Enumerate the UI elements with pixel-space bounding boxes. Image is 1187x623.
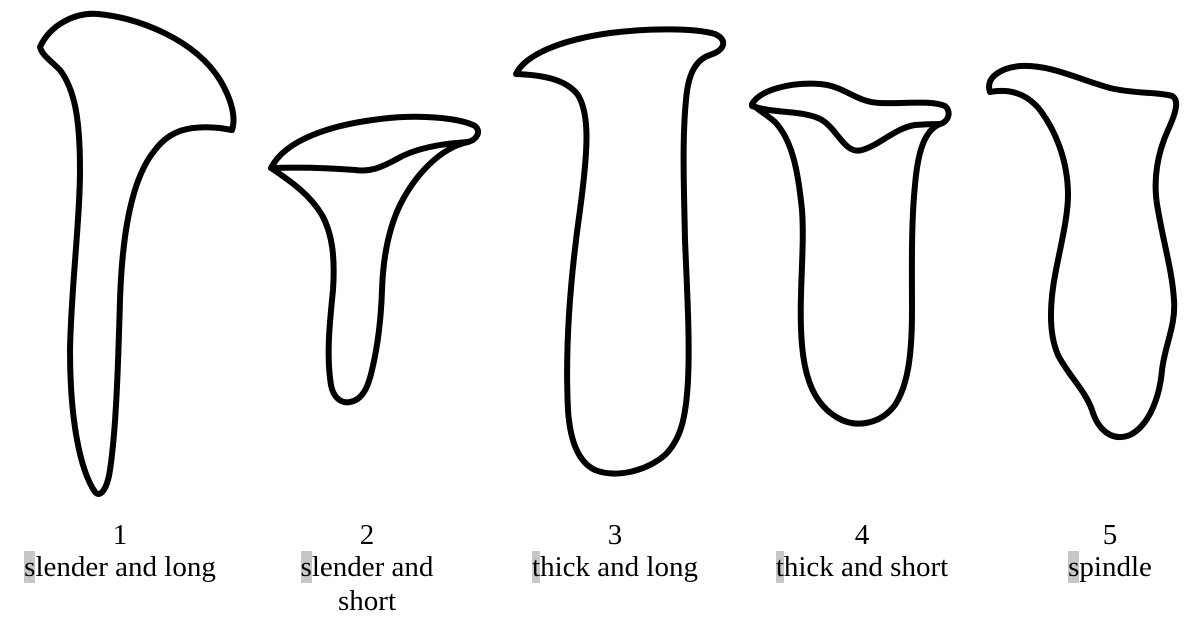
figure-5-description-text: pindle: [1079, 551, 1152, 583]
figure-1-description-text: lender and long: [35, 551, 215, 583]
figure-4-number: 4: [752, 518, 972, 550]
figure-2-description: slender and: [257, 550, 477, 584]
figure-1-number: 1: [10, 518, 230, 550]
figure-2-description-line2: short: [257, 584, 477, 618]
figure-5-label: 5 spindle: [1000, 518, 1187, 584]
shape-3-outline: [516, 29, 723, 473]
figure-5-highlight: s: [1068, 551, 1079, 583]
figure-3-label: 3 thick and long: [505, 518, 725, 584]
shape-4-outline: [752, 84, 949, 424]
figure-1-highlight: s: [24, 551, 35, 583]
figure-4-description: thick and short: [752, 550, 972, 584]
figure-4-highlight: t: [776, 551, 784, 583]
figure-2-number: 2: [257, 518, 477, 550]
figure-1-description: slender and long: [10, 550, 230, 584]
shape-1-outline: [40, 14, 234, 494]
figure-1-label: 1 slender and long: [10, 518, 230, 584]
figure-3-description: thick and long: [505, 550, 725, 584]
figure-5-number: 5: [1000, 518, 1187, 550]
figure-2-description-text: lender and: [312, 551, 434, 583]
shape-5-outline: [989, 66, 1176, 437]
shape-2-outline: [271, 117, 478, 403]
figure-4-label: 4 thick and short: [752, 518, 972, 584]
figure-5-description: spindle: [1000, 550, 1187, 584]
figure-3-description-text: hick and long: [540, 551, 698, 583]
figure-3-number: 3: [505, 518, 725, 550]
figure-4-description-text: hick and short: [784, 551, 948, 583]
figure-2-highlight: s: [301, 551, 312, 583]
figure-2-label: 2 slender and short: [257, 518, 477, 618]
figure-3-highlight: t: [532, 551, 540, 583]
